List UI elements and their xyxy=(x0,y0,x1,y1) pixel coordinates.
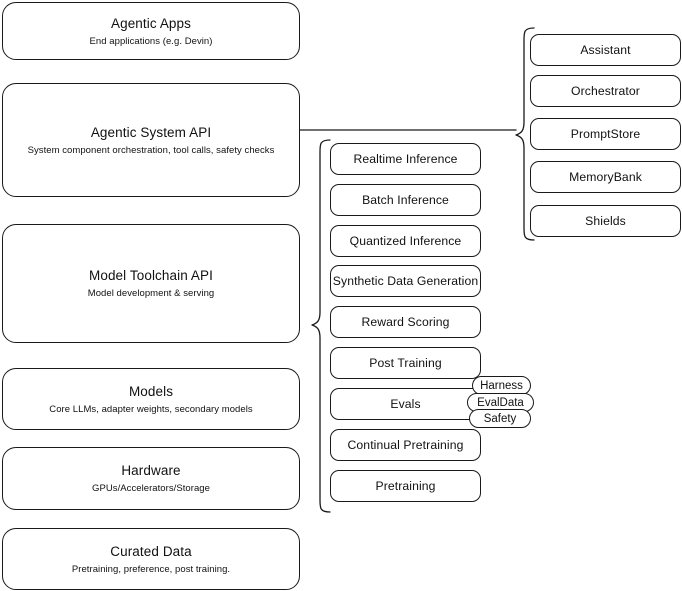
layer-subtitle: Model development & serving xyxy=(87,288,215,299)
capability-reward-scoring[interactable]: Reward Scoring xyxy=(330,306,481,338)
layer-title: Models xyxy=(128,383,174,399)
layer-agentic-system-api[interactable]: Agentic System API System component orch… xyxy=(2,83,300,197)
component-shields[interactable]: Shields xyxy=(530,205,681,237)
capability-label: Reward Scoring xyxy=(361,315,450,329)
layer-title: Agentic System API xyxy=(90,124,212,140)
component-label: Assistant xyxy=(580,43,631,57)
component-label: MemoryBank xyxy=(569,170,642,184)
capability-label: Synthetic Data Generation xyxy=(332,274,479,288)
layer-agentic-apps[interactable]: Agentic Apps End applications (e.g. Devi… xyxy=(2,2,300,60)
layer-subtitle: End applications (e.g. Devin) xyxy=(89,35,213,47)
capability-label: Evals xyxy=(390,397,421,411)
capability-label: Batch Inference xyxy=(362,193,449,207)
capability-batch-inference[interactable]: Batch Inference xyxy=(330,184,481,216)
component-promptstore[interactable]: PromptStore xyxy=(530,118,681,150)
layer-title: Hardware xyxy=(121,463,181,478)
capability-realtime-inference[interactable]: Realtime Inference xyxy=(330,143,481,175)
badge-safety[interactable]: Safety xyxy=(469,409,531,428)
layer-subtitle: Pretraining, preference, post training. xyxy=(71,563,231,575)
component-orchestrator[interactable]: Orchestrator xyxy=(530,75,681,107)
brace-toolchain-capabilities xyxy=(311,139,331,513)
badge-label: Harness xyxy=(480,379,523,392)
layer-subtitle: System component orchestration, tool cal… xyxy=(27,144,275,156)
capability-label: Pretraining xyxy=(375,479,436,493)
layer-model-toolchain-api[interactable]: Model Toolchain API Model development & … xyxy=(2,224,300,343)
badge-label: EvalData xyxy=(477,396,524,409)
capability-synthetic-data-generation[interactable]: Synthetic Data Generation xyxy=(330,265,481,297)
capability-continual-pretraining[interactable]: Continual Pretraining xyxy=(330,429,481,461)
capability-quantized-inference[interactable]: Quantized Inference xyxy=(330,225,481,257)
layer-curated-data[interactable]: Curated Data Pretraining, preference, po… xyxy=(2,528,300,590)
layer-title: Curated Data xyxy=(110,543,192,559)
component-label: Orchestrator xyxy=(571,84,640,98)
component-label: Shields xyxy=(585,214,626,228)
capability-post-training[interactable]: Post Training xyxy=(330,347,481,379)
capability-evals[interactable]: Evals xyxy=(330,388,481,420)
badge-label: Safety xyxy=(483,412,517,425)
capability-label: Realtime Inference xyxy=(353,152,458,166)
layer-models[interactable]: Models Core LLMs, adapter weights, secon… xyxy=(2,368,300,430)
layer-title: Agentic Apps xyxy=(110,15,191,31)
capability-label: Continual Pretraining xyxy=(347,438,464,452)
layer-title: Model Toolchain API xyxy=(89,268,213,283)
component-memorybank[interactable]: MemoryBank xyxy=(530,161,681,193)
capability-label: Post Training xyxy=(369,356,442,370)
component-label: PromptStore xyxy=(570,127,641,141)
component-assistant[interactable]: Assistant xyxy=(530,34,681,66)
badge-evaldata[interactable]: EvalData xyxy=(467,393,534,412)
capability-pretraining[interactable]: Pretraining xyxy=(330,470,481,502)
layer-subtitle: GPUs/Accelerators/Storage xyxy=(92,483,210,494)
layer-hardware[interactable]: Hardware GPUs/Accelerators/Storage xyxy=(2,447,300,510)
capability-label: Quantized Inference xyxy=(349,234,462,248)
layer-subtitle: Core LLMs, adapter weights, secondary mo… xyxy=(49,403,253,415)
